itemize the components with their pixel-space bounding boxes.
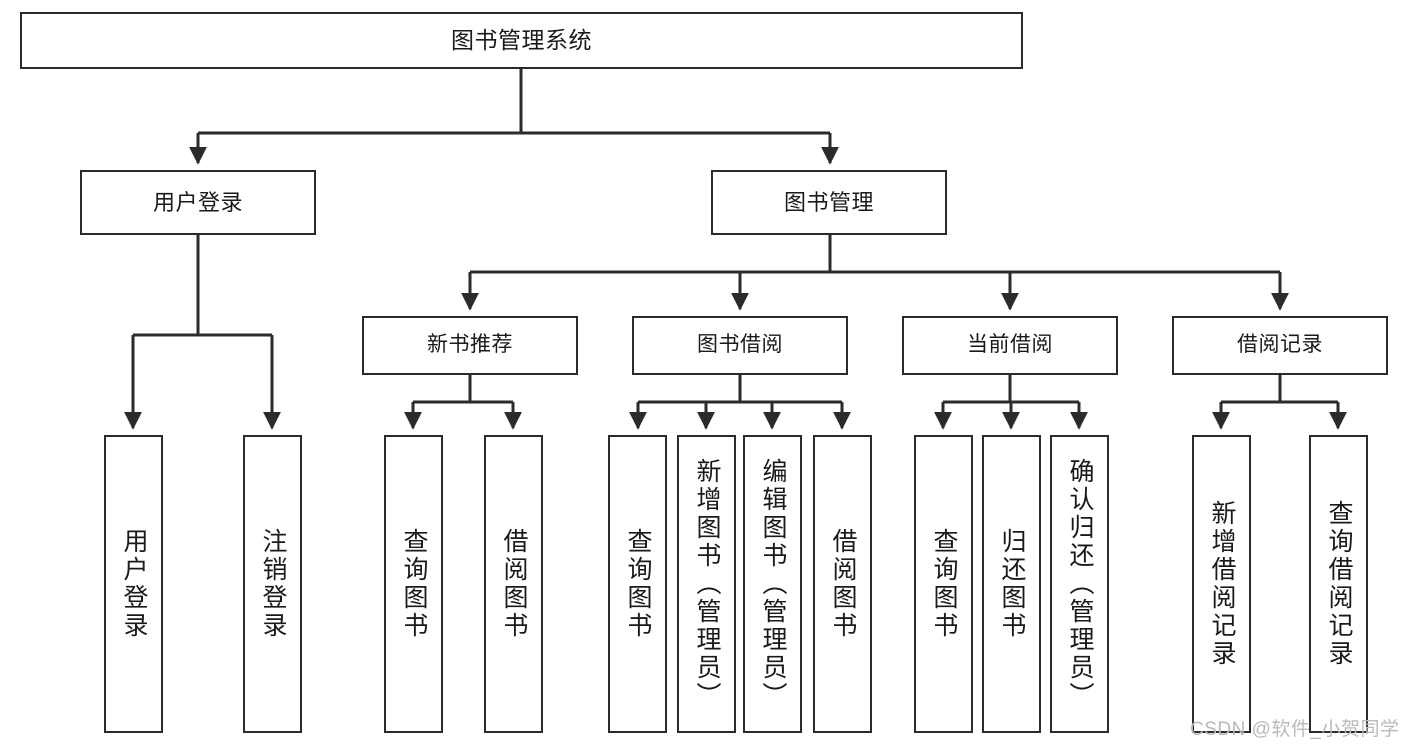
- node-current-borrow[interactable]: 当前借阅: [902, 316, 1118, 375]
- node-user-login[interactable]: 用户登录: [80, 170, 316, 235]
- leaf-current-borrow-confirm-return-admin[interactable]: 确认归还（管理员）: [1050, 435, 1109, 733]
- node-label: 查询借阅记录: [1325, 500, 1353, 668]
- leaf-book-borrow-borrow-book[interactable]: 借阅图书: [813, 435, 872, 733]
- node-label: 用户登录: [152, 189, 243, 215]
- csdn-watermark: CSDN @软件_小贺同学: [1190, 719, 1400, 740]
- node-label: 查询图书: [400, 528, 428, 640]
- leaf-book-borrow-add-book-admin[interactable]: 新增图书（管理员）: [677, 435, 736, 733]
- node-label: 借阅记录: [1237, 333, 1323, 357]
- node-label: 确认归还（管理员）: [1066, 458, 1094, 710]
- node-label: 借阅图书: [500, 528, 528, 640]
- node-label: 新书推荐: [427, 333, 513, 357]
- node-book-borrow[interactable]: 图书借阅: [632, 316, 848, 375]
- node-label: 图书管理: [783, 189, 874, 215]
- node-label: 查询图书: [624, 528, 652, 640]
- node-label: 新增借阅记录: [1208, 500, 1236, 668]
- node-label: 新增图书（管理员）: [693, 458, 721, 710]
- node-book-management[interactable]: 图书管理: [711, 170, 947, 235]
- node-borrow-record[interactable]: 借阅记录: [1172, 316, 1388, 375]
- leaf-user-login-logout[interactable]: 注销登录: [243, 435, 302, 733]
- node-label: 借阅图书: [829, 528, 857, 640]
- node-label: 归还图书: [998, 528, 1026, 640]
- node-root-book-management-system[interactable]: 图书管理系统: [20, 12, 1023, 69]
- leaf-new-book-query-book[interactable]: 查询图书: [384, 435, 443, 733]
- leaf-book-borrow-query-book[interactable]: 查询图书: [608, 435, 667, 733]
- node-label: 图书管理系统: [451, 26, 592, 53]
- leaf-book-borrow-edit-book-admin[interactable]: 编辑图书（管理员）: [743, 435, 802, 733]
- node-label: 图书借阅: [697, 333, 783, 357]
- node-label: 编辑图书（管理员）: [759, 458, 787, 710]
- node-label: 查询图书: [930, 528, 958, 640]
- node-label: 用户登录: [120, 528, 148, 640]
- node-new-book-recommend[interactable]: 新书推荐: [362, 316, 578, 375]
- leaf-borrow-record-add-record[interactable]: 新增借阅记录: [1192, 435, 1251, 733]
- leaf-user-login-login[interactable]: 用户登录: [104, 435, 163, 733]
- leaf-new-book-borrow-book[interactable]: 借阅图书: [484, 435, 543, 733]
- node-label: 当前借阅: [967, 333, 1053, 357]
- node-label: 注销登录: [259, 528, 287, 640]
- leaf-current-borrow-query-book[interactable]: 查询图书: [914, 435, 973, 733]
- leaf-current-borrow-return-book[interactable]: 归还图书: [982, 435, 1041, 733]
- leaf-borrow-record-query-record[interactable]: 查询借阅记录: [1309, 435, 1368, 733]
